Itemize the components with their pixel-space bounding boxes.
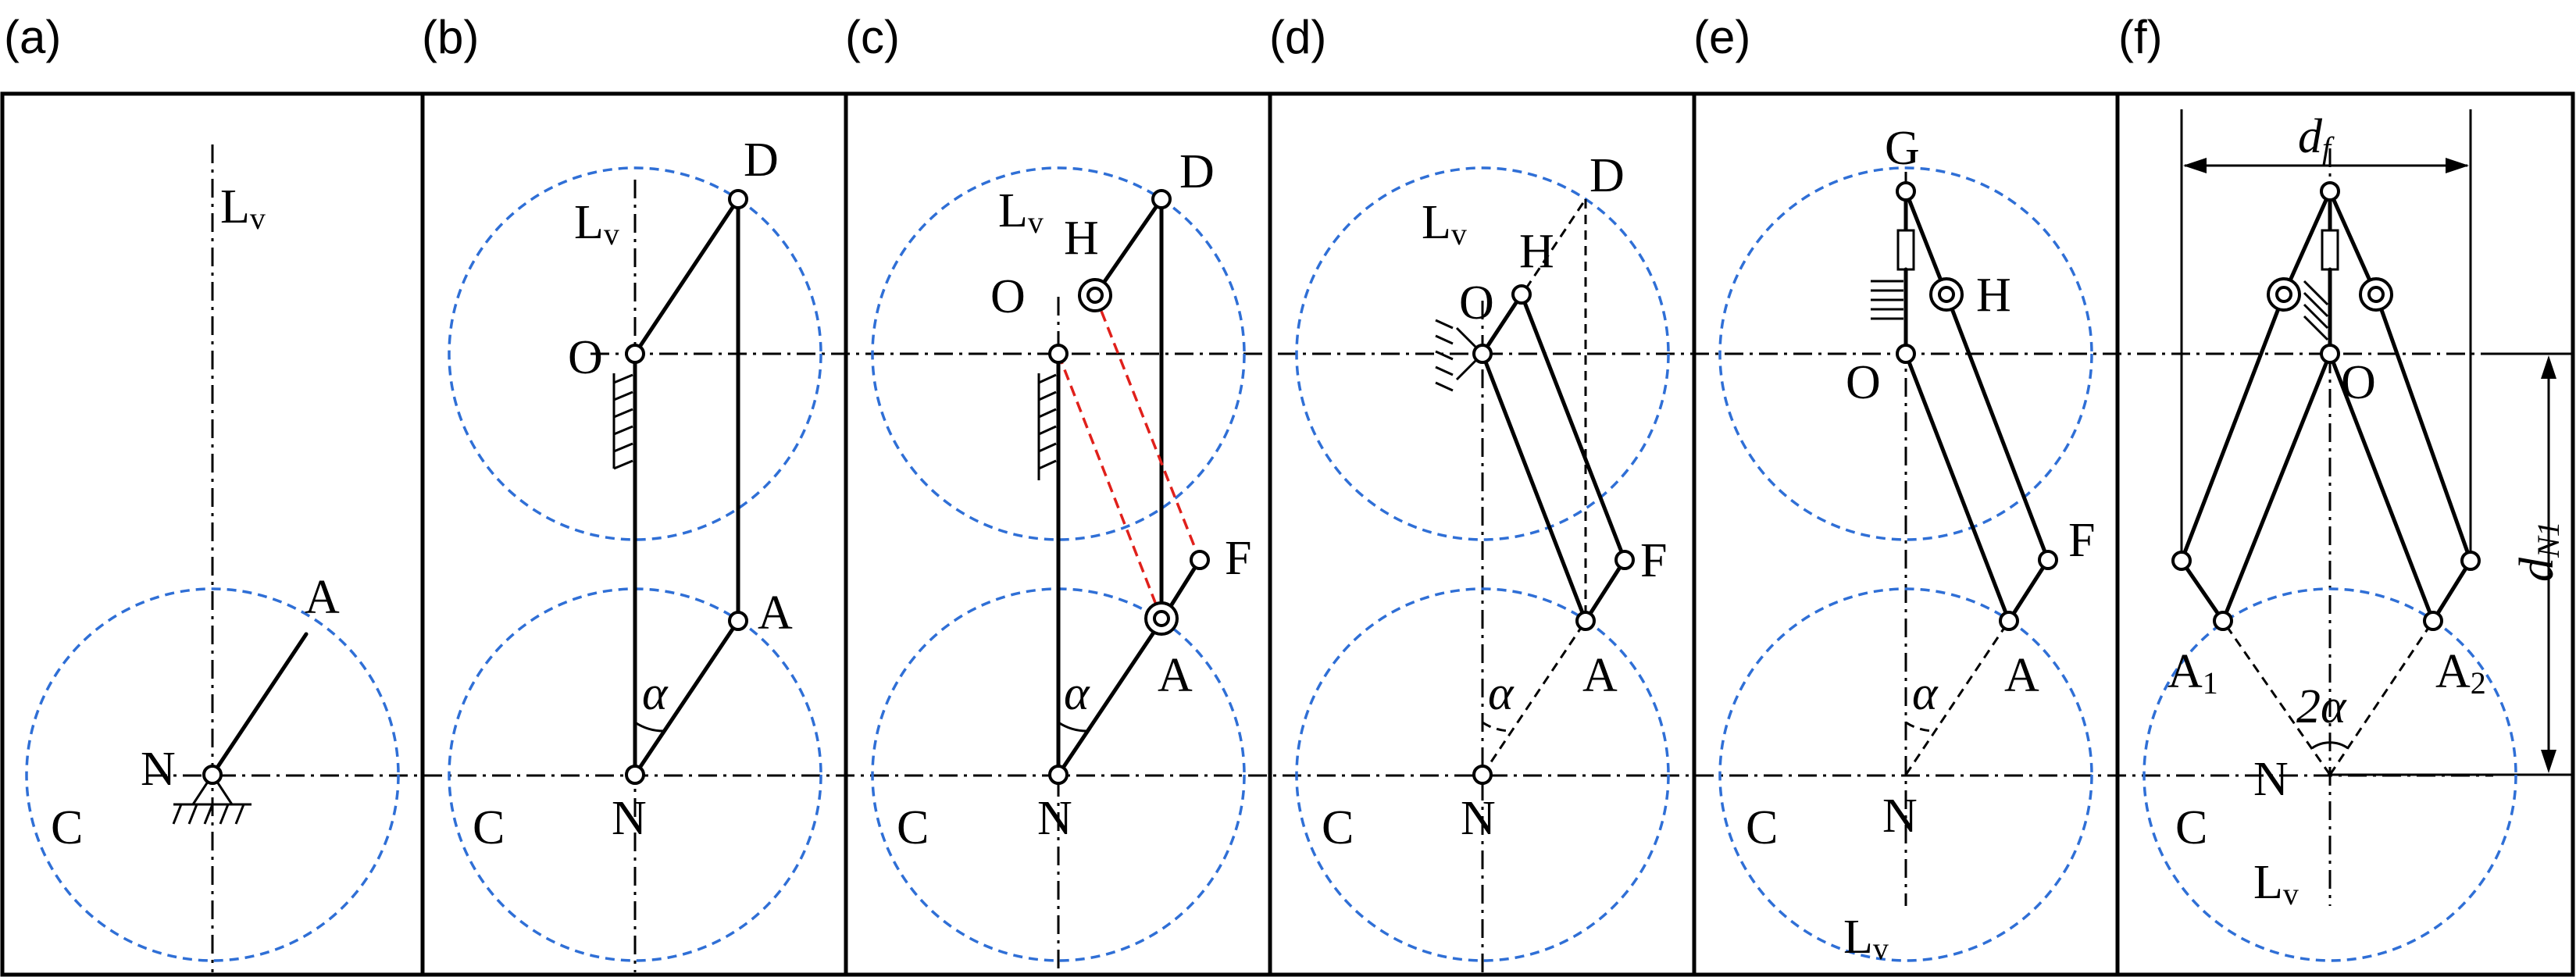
panel-frames [0, 91, 2575, 977]
panel-d: Lv D H O F A α N C [1295, 149, 1670, 972]
panel-c: Lv H O D F A α N C [871, 145, 1251, 972]
label-dn1-f: dN1 [2510, 521, 2566, 582]
label-c-e: C [1746, 801, 1778, 854]
label-a-b: A [758, 587, 793, 640]
label-o-e: O [1846, 356, 1881, 409]
label-c-b: C [473, 801, 505, 854]
label-lv-b: Lv [574, 196, 619, 251]
panel-b: Lv D O A α N C [448, 134, 822, 972]
label-c-a: C [51, 801, 83, 854]
circle-upper-c [871, 166, 1246, 541]
label-a-d: A [1582, 649, 1618, 702]
label-lv-c: Lv [998, 184, 1044, 240]
label-c-c: C [897, 801, 929, 854]
label-c-d: C [1322, 801, 1354, 854]
label-alpha-e: α [1912, 667, 1939, 720]
label-h-c: H [1064, 212, 1099, 265]
label-d-d: D [1589, 149, 1625, 202]
panel-label-a: (a) [4, 11, 61, 63]
circle-upper-d [1295, 166, 1670, 541]
link-na-a [210, 632, 309, 777]
panel-a: Lv A N C [25, 144, 400, 972]
horizontal-axis-lines [148, 352, 2574, 777]
label-o-b: O [568, 331, 603, 384]
panel-label-e: (e) [1693, 11, 1750, 63]
label-a2-f: A2 [2435, 645, 2486, 701]
label-h-e: H [1976, 269, 2011, 322]
label-lv-d: Lv [1422, 196, 1467, 251]
circle-c-f [2143, 587, 2517, 962]
label-f-e: F [2068, 514, 2095, 567]
label-lv-f: Lv [2253, 856, 2299, 911]
label-n-f: N [2253, 753, 2289, 806]
label-d-c: D [1179, 145, 1215, 198]
label-a-a: A [305, 571, 340, 624]
label-a-c: A [1158, 649, 1193, 702]
label-n-d: N [1461, 792, 1496, 845]
label-f-d: F [1640, 534, 1667, 587]
label-o-c: O [990, 270, 1026, 323]
circle-upper-e [1718, 166, 2093, 541]
label-alpha-d: α [1488, 667, 1515, 720]
panel-label-f: (f) [2118, 11, 2163, 63]
label-n-b: N [612, 792, 647, 845]
label-n-e: N [1882, 790, 1918, 843]
label-o-f: O [2341, 356, 2376, 409]
label-df-f: df [2298, 110, 2335, 166]
label-a1-f: A1 [2167, 645, 2218, 701]
panel-label-b: (b) [422, 11, 479, 63]
label-lv-a: Lv [220, 180, 266, 236]
circle-c-e [1718, 587, 2093, 962]
label-d-b: D [744, 134, 779, 187]
joint-n-a [202, 765, 223, 785]
circle-upper-b [448, 166, 822, 541]
label-f-c: F [1225, 532, 1251, 585]
label-2alpha-f: 2α [2296, 680, 2347, 733]
panel-label-c: (c) [845, 11, 900, 63]
label-h-d: H [1519, 225, 1554, 278]
panel-f: df dN1 O A1 A2 [2143, 109, 2566, 962]
panel-e: G H O F A α N Lv C [1718, 122, 2095, 966]
label-alpha-b: α [642, 667, 669, 720]
label-g-e: G [1885, 122, 1920, 175]
label-lv-e: Lv [1843, 911, 1889, 966]
label-alpha-c: α [1064, 667, 1090, 720]
label-n-c: N [1037, 792, 1072, 845]
circle-c-a [25, 587, 400, 962]
panel-label-d: (d) [1269, 11, 1326, 63]
label-o-d: O [1459, 276, 1494, 330]
label-c-f: C [2175, 801, 2207, 854]
label-n-a: N [141, 743, 176, 796]
label-a-e: A [2004, 649, 2039, 702]
circle-c-d [1295, 587, 1670, 962]
